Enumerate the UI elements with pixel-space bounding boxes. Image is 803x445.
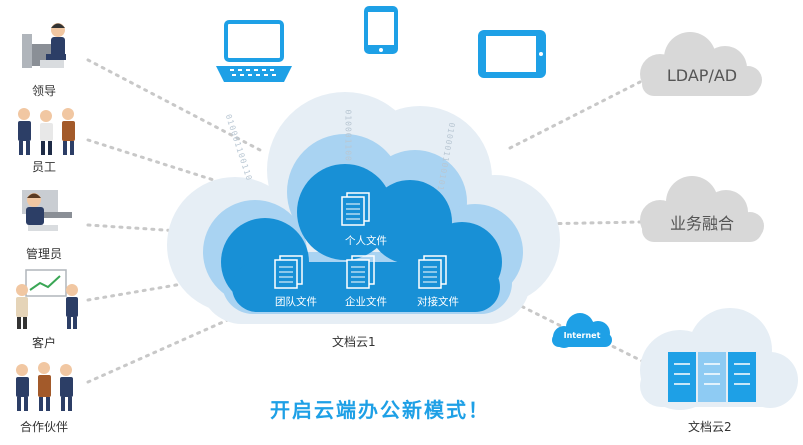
ldap-label: LDAP/AD [666,66,738,85]
role-label-leader: 领导 [31,84,56,98]
doc-icon-personal [341,192,370,226]
doc-icon-docking [418,255,447,289]
tablet-icon [478,30,546,78]
internet-label: Internet [563,331,601,340]
doc-icon-team [274,255,303,289]
role-label-partners: 合作伙伴 [19,420,68,434]
internet-cloud [552,313,612,348]
phone-icon [364,6,398,54]
laptop-icon [216,20,292,82]
server-cloud-label: 文档云2 [688,420,732,434]
doc-label-docking: 对接文件 [417,296,459,308]
role-label-employees: 员工 [31,160,56,174]
doc-label-personal: 个人文件 [345,235,387,247]
admin-icon [22,190,72,231]
role-label-admin: 管理员 [25,247,62,261]
server-cloud [640,308,798,410]
doc-label-team: 团队文件 [275,296,317,308]
main-cloud-label: 文档云1 [332,335,376,349]
slogan: 开启云端办公新模式！ [270,398,490,422]
role-label-customer: 客户 [31,336,56,350]
business-cloud [640,176,764,242]
customer-icon [16,269,78,329]
doc-label-enterprise: 企业文件 [345,296,387,308]
server-rack-icon [668,352,756,402]
ldap-cloud [640,32,762,96]
binary-stream-phone: 010001100 [343,109,353,162]
business-label: 业务融合 [669,214,734,233]
doc-icon-enterprise [346,255,375,289]
partners-icon [16,362,73,411]
leader-icon [22,23,66,68]
employees-icon [18,108,75,155]
